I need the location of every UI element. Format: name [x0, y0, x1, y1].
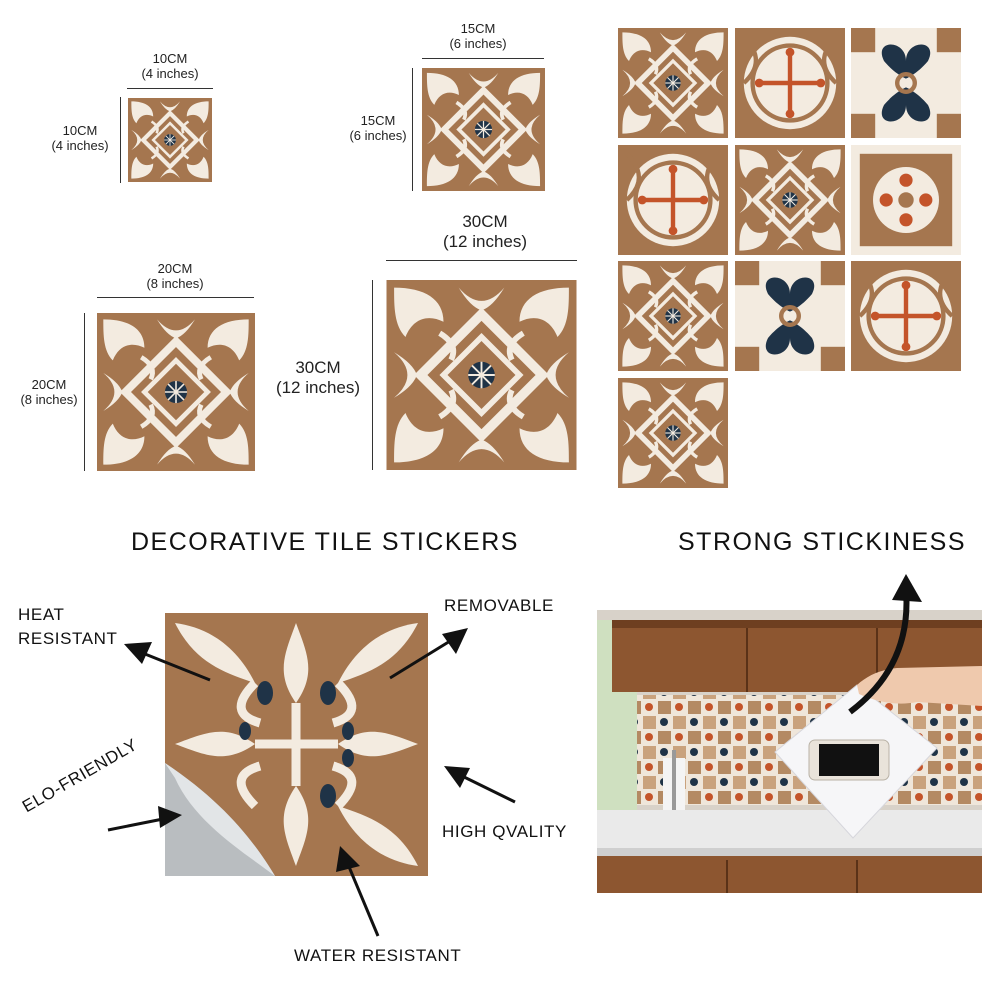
pattern-tile-4: [618, 145, 728, 255]
pattern-tile-10: [618, 378, 728, 488]
tile-30cm: [386, 280, 577, 470]
size-30-width-label: 30CM (12 inches): [442, 212, 528, 251]
size-15-height-dimension-line: [412, 68, 413, 191]
size-10-height-label: 10CM (4 inches): [51, 123, 109, 153]
tile-15cm: [422, 68, 545, 191]
size-30-width-dimension-line: [386, 260, 577, 261]
peel-arrow-icon: [848, 574, 922, 715]
pattern-tile-6: [851, 145, 961, 255]
size-15-width-label: 15CM (6 inches): [449, 21, 507, 51]
feature-tile: [165, 613, 428, 876]
feature-water-resistant: WATER RESISTANT: [294, 946, 462, 965]
size-20-height-dimension-line: [84, 313, 85, 471]
size-10-width-dimension-line: [127, 88, 213, 89]
pattern-tile-7: [618, 261, 728, 371]
size-10-width-label: 10CM (4 inches): [141, 51, 199, 81]
feature-high-quality: HIGH QVALITY: [442, 822, 567, 841]
pattern-tile-2: [735, 28, 845, 138]
stickiness-heading: STRONG STICKINESS: [678, 528, 967, 556]
pattern-tile-1: [618, 28, 728, 138]
pattern-tile-8: [735, 261, 845, 371]
feature-arrows: [107, 628, 516, 937]
pattern-tile-3: [851, 28, 961, 138]
pattern-tile-9: [851, 261, 961, 371]
size-15-height-label: 15CM (6 inches): [349, 113, 407, 143]
tile-20cm: [97, 313, 255, 471]
tile-10cm: [128, 97, 212, 183]
tile-pattern-grid: [618, 28, 963, 488]
size-10-height-dimension-line: [120, 97, 121, 183]
size-15-width-dimension-line: [422, 58, 544, 59]
size-30-height-dimension-line: [372, 280, 373, 470]
size-30-height-label: 30CM (12 inches): [275, 358, 361, 397]
pattern-tile-5: [735, 145, 845, 255]
size-20-height-label: 20CM (8 inches): [20, 377, 78, 407]
decorative-heading: DECORATIVE TILE STICKERS: [131, 528, 519, 556]
size-20-width-label: 20CM (8 inches): [146, 261, 204, 291]
feature-heat-resistant: HEAT RESISTANT: [18, 605, 118, 648]
size-20-width-dimension-line: [97, 297, 254, 298]
feature-removable: REMOVABLE: [444, 596, 554, 615]
